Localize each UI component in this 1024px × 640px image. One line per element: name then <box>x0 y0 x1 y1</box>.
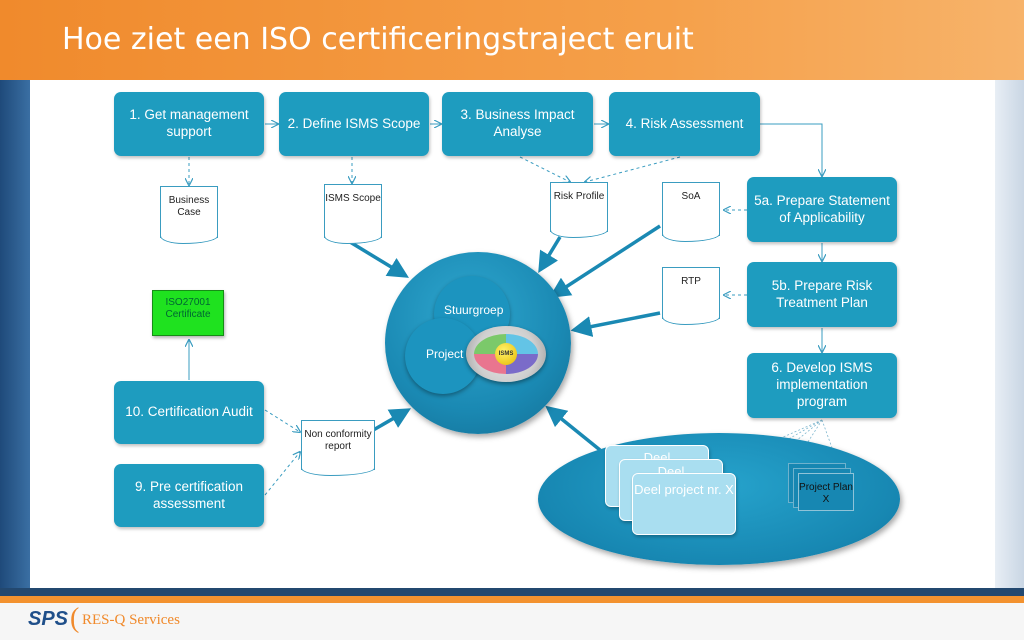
subproject-card-3: Deel project nr. X <box>632 473 736 535</box>
doc-rtp: RTP <box>662 267 720 325</box>
company-name: RES-Q Services <box>82 612 180 628</box>
project-label: Project <box>426 347 464 361</box>
step-6-implementation-program: 6. Develop ISMS implementation program <box>747 353 897 418</box>
doc-business-case: Business Case <box>160 186 218 244</box>
footer <box>0 603 1024 640</box>
left-strip <box>0 80 30 590</box>
stuurgroep-label: Stuurgroep <box>444 303 504 317</box>
step-5b-risk-treatment-plan: 5b. Prepare Risk Treatment Plan <box>747 262 897 327</box>
isms-core: ISMS <box>495 343 517 365</box>
footer-blue-bar <box>0 588 1024 596</box>
step-1-management-support: 1. Get management support <box>114 92 264 156</box>
sps-logo: SPS <box>28 608 69 630</box>
doc-soa: SoA <box>662 182 720 242</box>
project-plan-doc: Project Plan X <box>798 473 854 511</box>
step-4-risk-assessment: 4. Risk Assessment <box>609 92 760 156</box>
doc-isms-scope: ISMS Scope <box>324 184 382 244</box>
right-strip <box>995 80 1024 590</box>
step-2-define-isms-scope: 2. Define ISMS Scope <box>279 92 429 156</box>
footer-orange-bar <box>0 596 1024 603</box>
step-3-business-impact: 3. Business Impact Analyse <box>442 92 593 156</box>
step-9-pre-certification: 9. Pre certification assessment <box>114 464 264 527</box>
header-bar: Hoe ziet een ISO certificeringstraject e… <box>0 0 1024 80</box>
step-5a-statement-applicability: 5a. Prepare Statement of Applicability <box>747 177 897 242</box>
page-title: Hoe ziet een ISO certificeringstraject e… <box>62 22 694 57</box>
iso27001-certificate: ISO27001 Certificate <box>152 290 224 336</box>
step-10-certification-audit: 10. Certification Audit <box>114 381 264 444</box>
logo-bracket: ( <box>70 603 80 634</box>
doc-non-conformity-report: Non conformity report <box>301 420 375 476</box>
doc-risk-profile: Risk Profile <box>550 182 608 238</box>
